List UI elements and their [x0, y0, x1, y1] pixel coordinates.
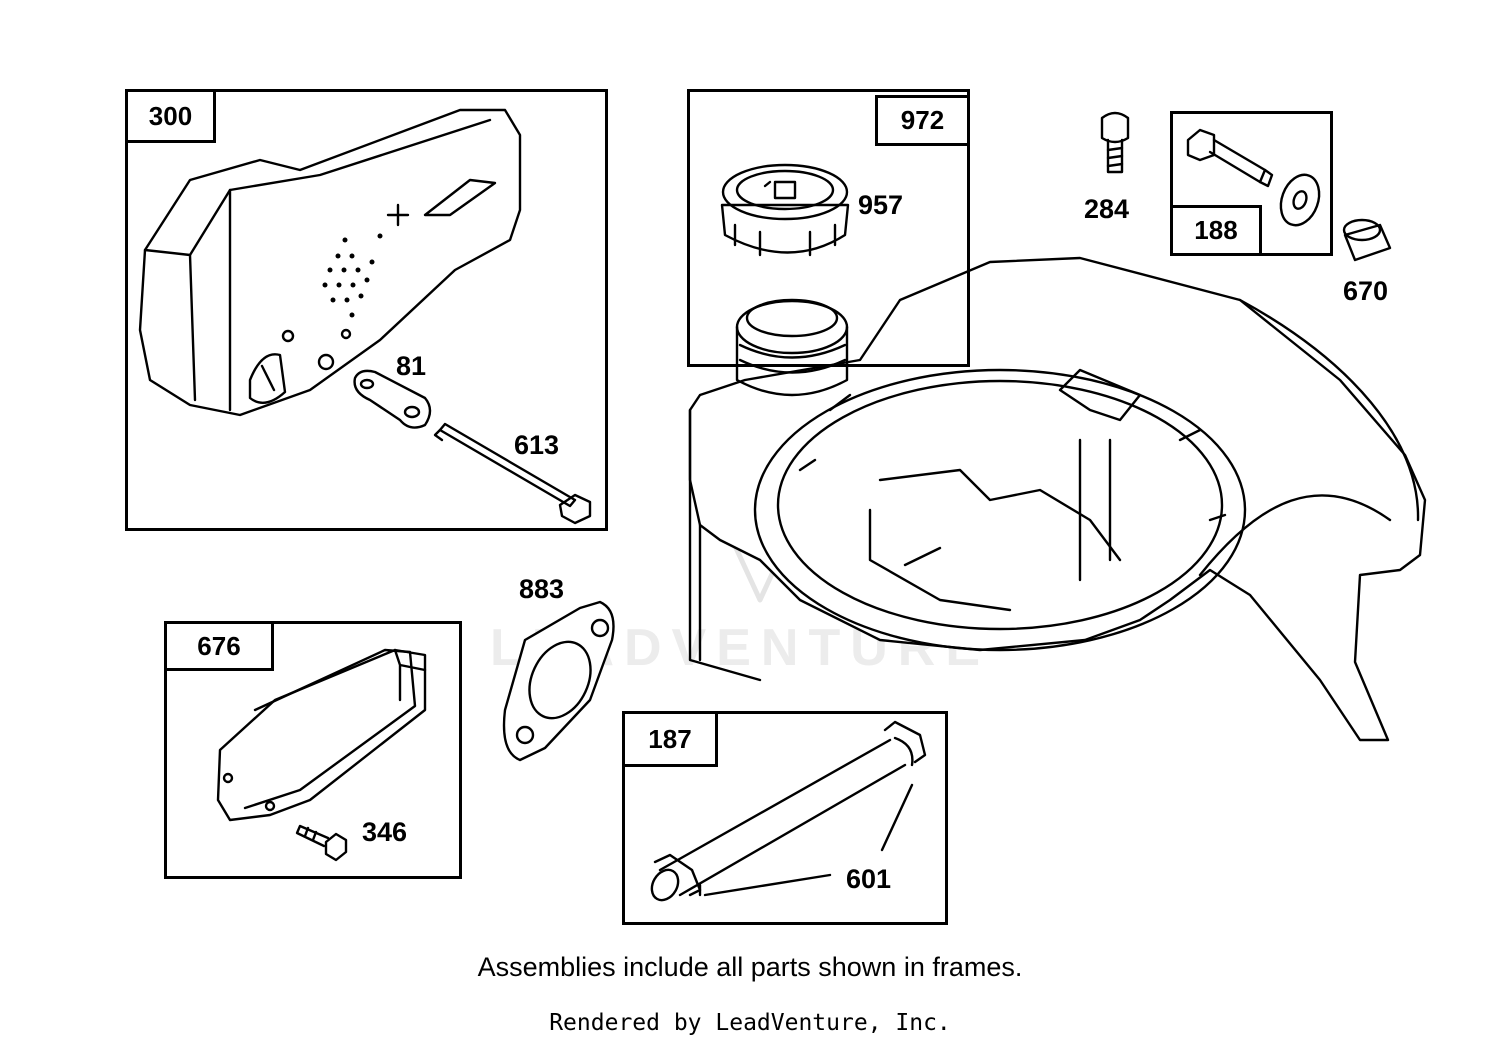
part-callout-284: 284	[1084, 194, 1130, 224]
lock-plate-drawing	[353, 369, 432, 429]
bolt-washer-drawing	[1186, 128, 1321, 227]
part-callout-346: 346	[362, 817, 408, 847]
part-callout-670: 670	[1343, 276, 1389, 306]
frame-tag-972: 972	[875, 95, 970, 146]
frame-tag-300: 300	[125, 89, 216, 143]
frame-fuel-line-assembly	[622, 711, 948, 925]
frame-deflector-assembly	[164, 621, 462, 879]
frame-tag-187: 187	[622, 711, 718, 767]
part-callout-601: 601	[846, 864, 892, 894]
fuel-line-drawing	[650, 720, 927, 902]
fuel-cap-drawing	[720, 163, 850, 257]
part-callout-883: 883	[519, 574, 565, 604]
frame-tag-188: 188	[1170, 205, 1262, 256]
frame-tag-676: 676	[164, 621, 274, 671]
fuel-tank-drawing	[688, 256, 1427, 742]
muffler-drawing	[138, 108, 522, 417]
deflector-drawing	[216, 648, 427, 822]
screw-284-drawing	[1100, 111, 1130, 174]
part-callout-957: 957	[858, 190, 904, 220]
muffler-bolt-drawing	[433, 422, 592, 525]
spacer-drawing	[1342, 218, 1392, 262]
frame-fuel-tank-assembly	[687, 89, 970, 367]
screw-346-drawing	[295, 824, 348, 862]
gasket-drawing	[502, 600, 615, 762]
assemblies-note: Assemblies include all parts shown in fr…	[477, 952, 1023, 982]
part-callout-613: 613	[514, 430, 560, 460]
render-credit: Rendered by LeadVenture, Inc.	[549, 1010, 951, 1036]
frame-muffler-assembly	[125, 89, 608, 531]
part-callout-81: 81	[396, 351, 427, 381]
